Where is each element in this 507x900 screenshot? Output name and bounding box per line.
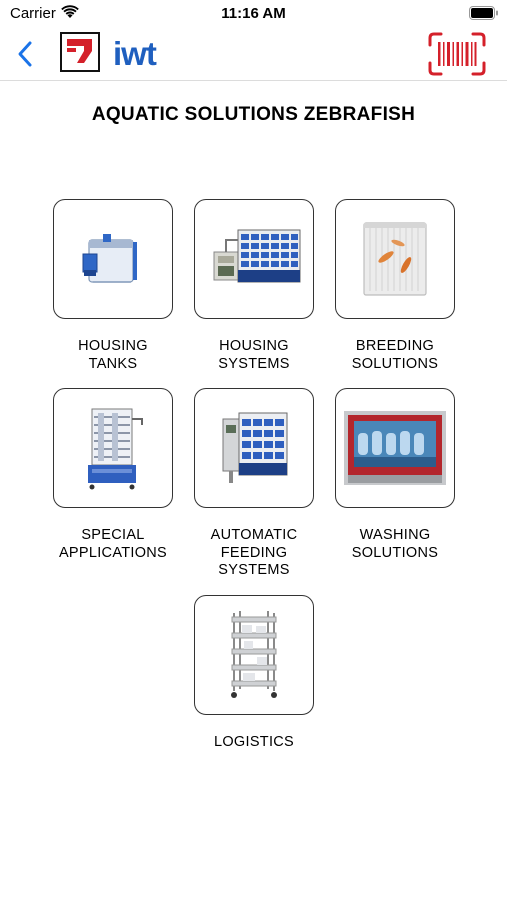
housing-system-rack-icon <box>213 229 301 283</box>
tile-image-frame <box>194 595 314 715</box>
tile-logistics[interactable]: LOGISTICS <box>179 595 329 752</box>
tile-breeding-solutions[interactable]: BREEDING SOLUTIONS <box>320 199 470 373</box>
tile-washing-solutions[interactable]: WASHING SOLUTIONS <box>320 388 470 562</box>
tecniplast-logo-icon <box>60 32 100 72</box>
special-rack-icon <box>88 408 143 490</box>
tile-image-frame <box>335 199 455 319</box>
tile-label: SPECIAL APPLICATIONS <box>58 527 168 561</box>
tile-image-frame <box>194 199 314 319</box>
logistics-shelf-icon <box>231 611 277 698</box>
nav-bar: iwt <box>0 30 507 81</box>
tile-housing-systems[interactable]: HOUSING SYSTEMS <box>179 199 329 373</box>
battery-icon <box>469 6 498 20</box>
tile-label: HOUSING TANKS <box>78 338 148 372</box>
tile-image-frame <box>53 199 173 319</box>
tile-label: WASHING SOLUTIONS <box>351 527 439 561</box>
tile-special-applications[interactable]: SPECIAL APPLICATIONS <box>38 388 188 562</box>
feeding-system-icon <box>222 412 288 483</box>
iwt-logo: iwt <box>113 38 158 70</box>
tile-label: AUTOMATIC FEEDING SYSTEMS <box>210 527 298 578</box>
tile-image-frame <box>194 388 314 508</box>
barcode-scan-icon[interactable] <box>428 32 486 76</box>
tile-label: LOGISTICS <box>213 734 295 750</box>
washing-machine-icon <box>344 411 446 485</box>
tile-housing-tanks[interactable]: HOUSING TANKS <box>38 199 188 373</box>
tile-image-frame <box>335 388 455 508</box>
tile-label: BREEDING SOLUTIONS <box>351 338 439 372</box>
page-title: AQUATIC SOLUTIONS ZEBRAFISH <box>91 104 416 125</box>
breeding-tank-icon <box>363 222 427 296</box>
clock: 11:16 AM <box>221 5 286 22</box>
iwt-logo-text: iwt <box>113 38 157 70</box>
status-bar: Carrier 11:16 AM <box>0 0 507 30</box>
wifi-icon <box>61 5 79 18</box>
carrier-label: Carrier <box>10 5 56 22</box>
housing-tank-icon <box>82 234 137 283</box>
tile-label: HOUSING SYSTEMS <box>218 338 290 372</box>
tile-image-frame <box>53 388 173 508</box>
tile-automatic-feeding-systems[interactable]: AUTOMATIC FEEDING SYSTEMS <box>179 388 329 580</box>
chevron-left-icon[interactable] <box>12 38 38 70</box>
